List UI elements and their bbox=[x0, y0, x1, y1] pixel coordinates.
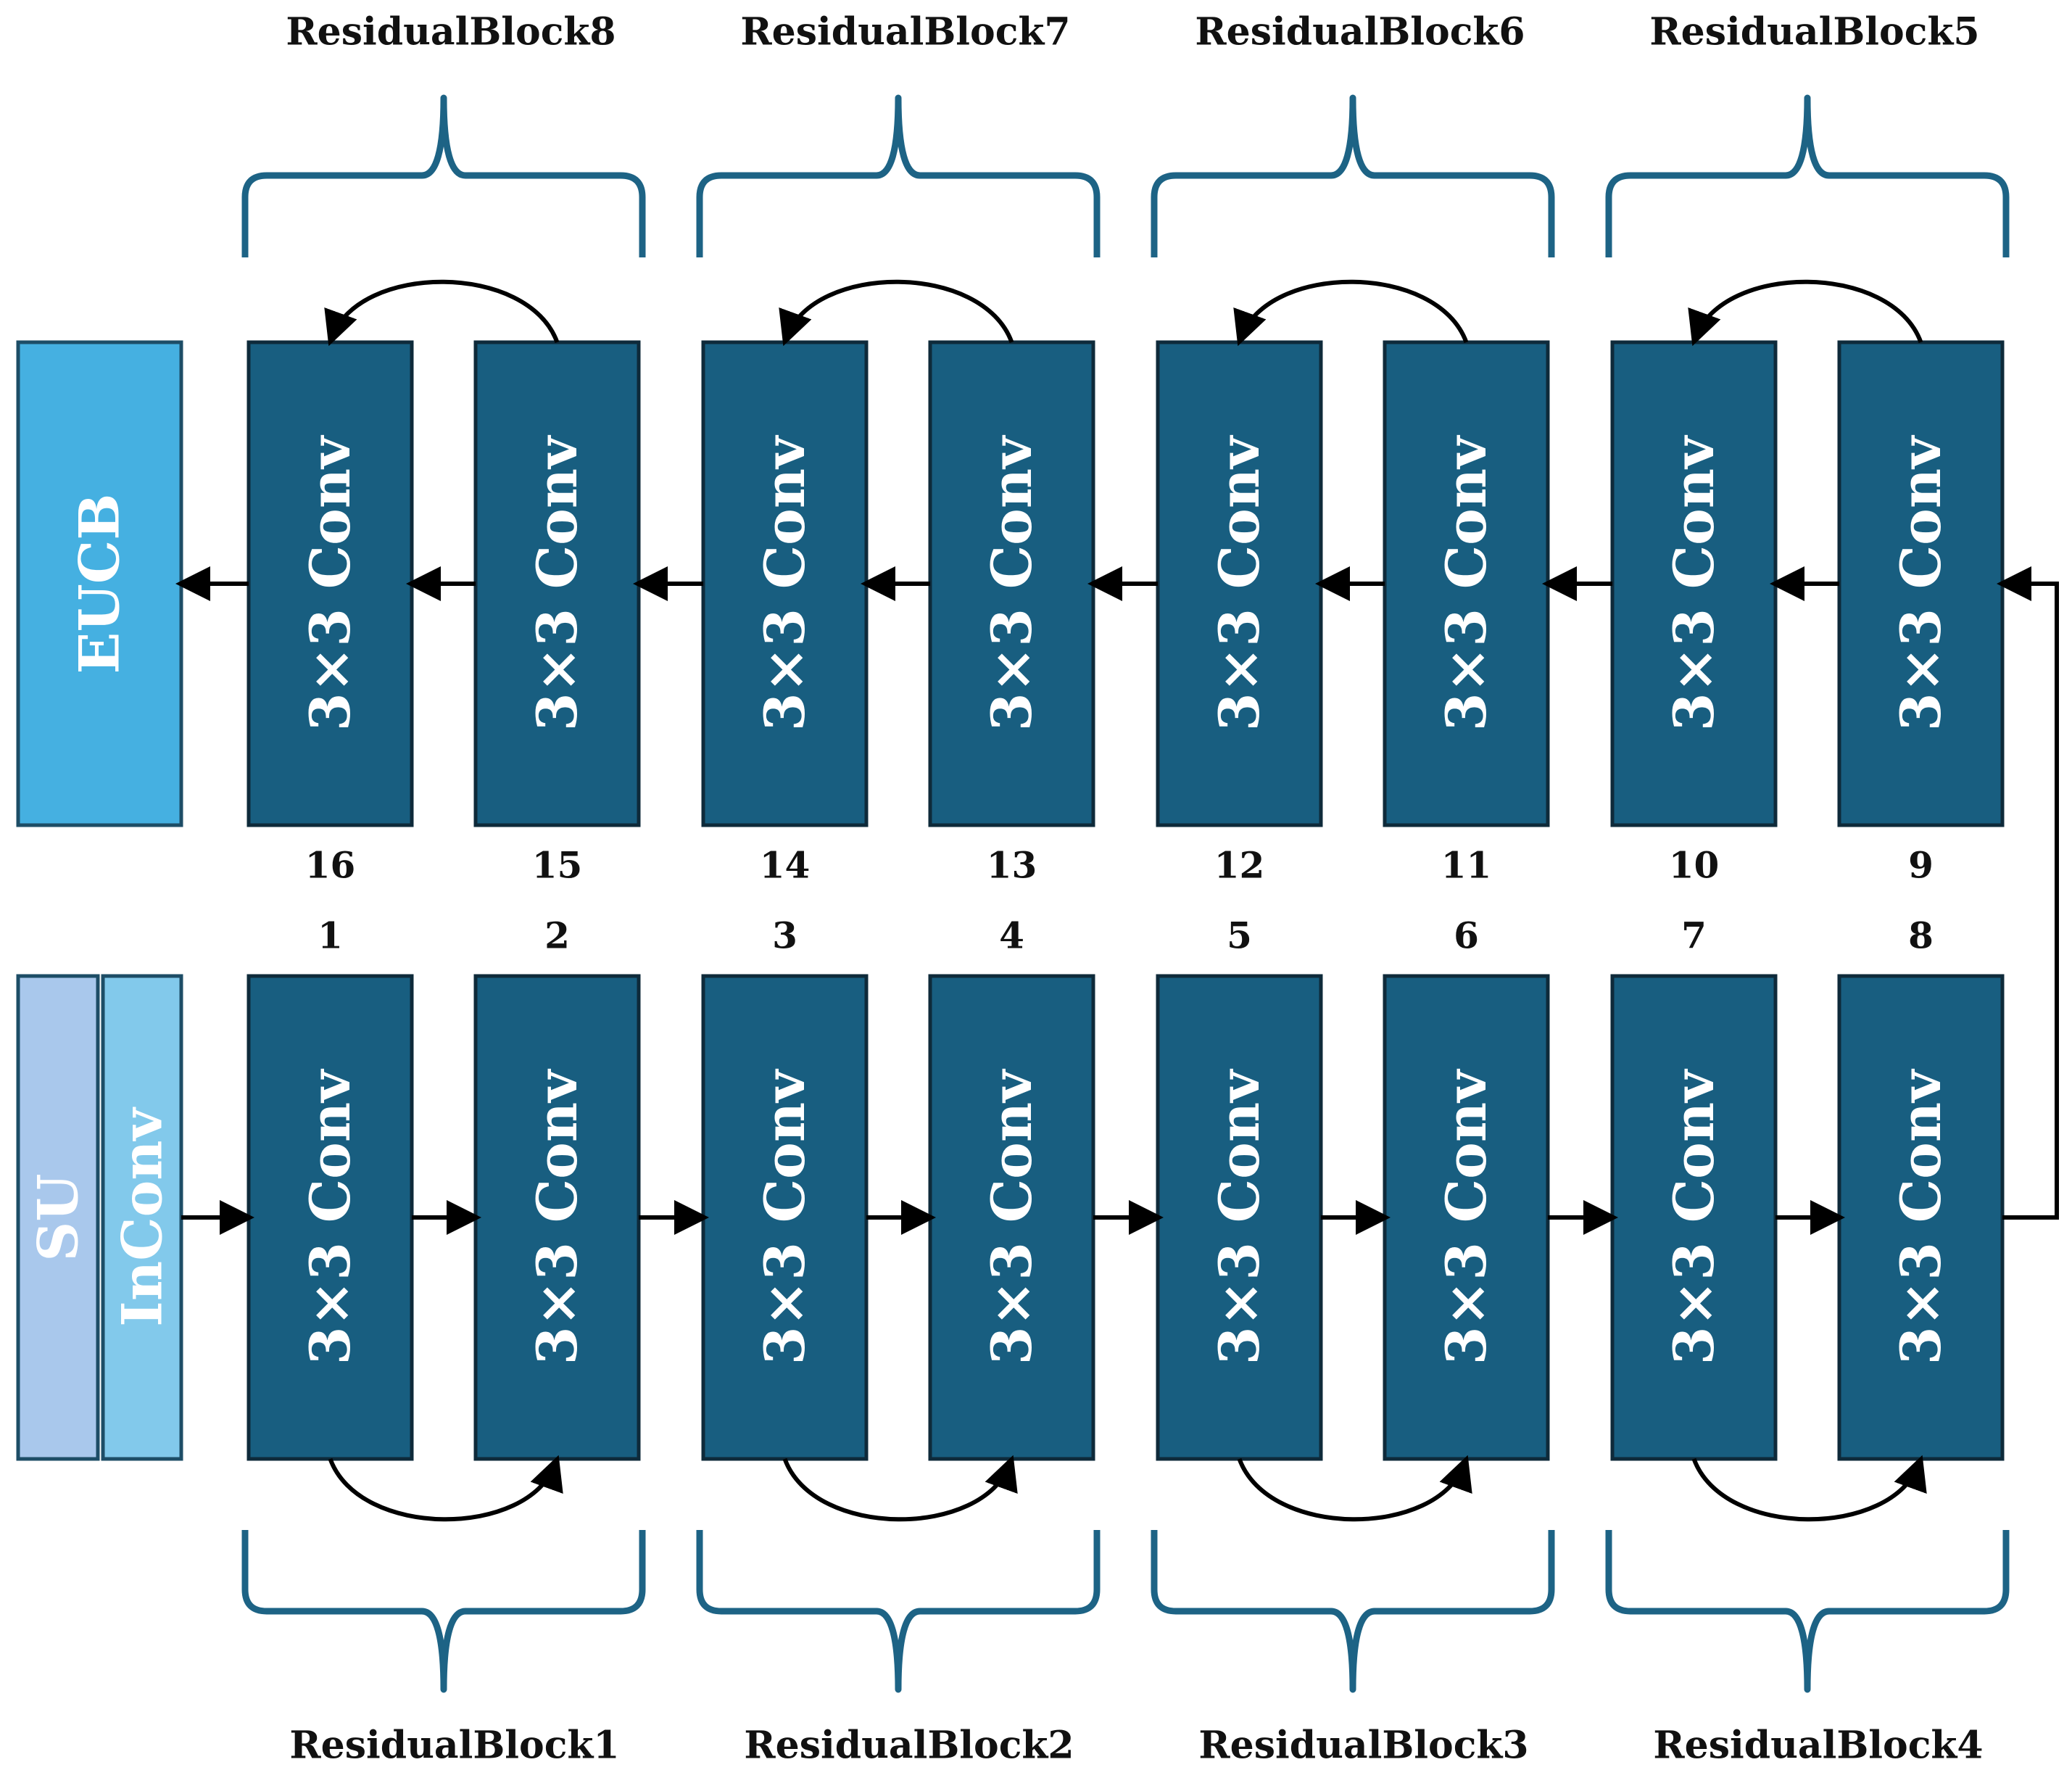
bottom-conv-box-1 bbox=[246, 974, 414, 1461]
bottom-index-2: 2 bbox=[544, 914, 570, 957]
bottom-conv-label-1: 3×3 Conv bbox=[298, 1068, 362, 1365]
top-block-label-4: ResidualBlock5 bbox=[1649, 10, 1979, 54]
top-skip-3 bbox=[1233, 279, 1469, 347]
top-skip-4 bbox=[1688, 279, 1923, 347]
top-skip-2 bbox=[779, 279, 1014, 347]
top-index-14: 14 bbox=[760, 844, 811, 887]
top-conv-box-16 bbox=[246, 340, 414, 827]
top-conv-label-14: 3×3 Conv bbox=[753, 434, 817, 731]
eucb-label: EUCB bbox=[67, 494, 132, 674]
top-brace-1 bbox=[241, 94, 646, 257]
flow-arrows bbox=[175, 566, 2059, 1235]
bottom-conv-label-6: 3×3 Conv bbox=[1434, 1068, 1499, 1365]
eucb-block bbox=[16, 340, 183, 827]
bottom-conv-label-2: 3×3 Conv bbox=[525, 1068, 589, 1365]
top-block-label-1: ResidualBlock8 bbox=[286, 10, 616, 54]
bottom-conv-label-7: 3×3 Conv bbox=[1662, 1068, 1726, 1365]
top-conv-box-15 bbox=[473, 340, 641, 827]
bottom-conv-box-4 bbox=[928, 974, 1095, 1461]
bottom-index-5: 5 bbox=[1227, 914, 1252, 957]
top-skip-1 bbox=[324, 279, 560, 347]
bottom-conv-box-8 bbox=[1837, 974, 2005, 1461]
bottom-index-3: 3 bbox=[772, 914, 797, 957]
top-conv-label-16: 3×3 Conv bbox=[298, 434, 362, 731]
top-brace-4 bbox=[1605, 94, 2010, 257]
bottom-block-label-4: ResidualBlock4 bbox=[1653, 1724, 1983, 1768]
bottom-block-label-2: ResidualBlock2 bbox=[744, 1724, 1074, 1768]
top-conv-label-10: 3×3 Conv bbox=[1662, 434, 1726, 731]
arrow-conv-8-to-conv-9 bbox=[1997, 566, 2059, 1220]
top-index-16: 16 bbox=[305, 844, 356, 887]
top-conv-row: 3×3 Conv 3×3 Conv 3×3 Conv 3×3 Conv 3×3 Conv… bbox=[246, 340, 2005, 827]
bottom-skip-3 bbox=[1237, 1455, 1472, 1522]
bottom-conv-label-3: 3×3 Conv bbox=[753, 1068, 817, 1365]
top-brace-2 bbox=[696, 94, 1101, 257]
bottom-brace-4 bbox=[1605, 1530, 2010, 1693]
bottom-skip-4 bbox=[1691, 1455, 1927, 1522]
top-index-15: 15 bbox=[532, 844, 583, 887]
bottom-conv-label-5: 3×3 Conv bbox=[1207, 1068, 1272, 1365]
top-conv-label-11: 3×3 Conv bbox=[1434, 434, 1499, 731]
bottom-brace-1 bbox=[241, 1530, 646, 1693]
top-brace-3 bbox=[1151, 94, 1555, 257]
top-conv-label-12: 3×3 Conv bbox=[1207, 434, 1272, 731]
bottom-index-1: 1 bbox=[318, 914, 343, 957]
bottom-index-6: 6 bbox=[1454, 914, 1479, 957]
inconv-block bbox=[101, 974, 183, 1461]
top-index-9: 9 bbox=[1908, 844, 1934, 887]
su-block bbox=[16, 974, 100, 1461]
su-label: SU bbox=[26, 1173, 91, 1261]
bottom-index-7: 7 bbox=[1681, 914, 1707, 957]
top-block-label-3: ResidualBlock6 bbox=[1195, 10, 1525, 54]
bottom-block-label-1: ResidualBlock1 bbox=[289, 1724, 619, 1768]
inconv-label: InConv bbox=[110, 1106, 175, 1326]
top-index-12: 12 bbox=[1214, 844, 1265, 887]
top-index-10: 10 bbox=[1669, 844, 1720, 887]
top-index-11: 11 bbox=[1441, 844, 1492, 887]
bottom-block-label-3: ResidualBlock3 bbox=[1198, 1724, 1528, 1768]
block-braces bbox=[241, 94, 2010, 1693]
top-conv-label-9: 3×3 Conv bbox=[1889, 434, 1953, 731]
bottom-brace-3 bbox=[1151, 1530, 1555, 1693]
top-block-label-2: ResidualBlock7 bbox=[740, 10, 1070, 54]
top-conv-label-15: 3×3 Conv bbox=[525, 434, 589, 731]
bottom-index-8: 8 bbox=[1908, 914, 1934, 957]
bottom-index-4: 4 bbox=[999, 914, 1024, 957]
top-conv-box-14 bbox=[701, 340, 869, 827]
bottom-conv-label-8: 3×3 Conv bbox=[1889, 1068, 1953, 1365]
bottom-conv-box-3 bbox=[701, 974, 869, 1461]
bottom-brace-2 bbox=[696, 1530, 1101, 1693]
bottom-skip-1 bbox=[328, 1455, 563, 1522]
bottom-conv-label-4: 3×3 Conv bbox=[979, 1068, 1044, 1365]
bottom-conv-box-2 bbox=[473, 974, 641, 1461]
bottom-skip-2 bbox=[782, 1455, 1018, 1522]
top-conv-label-13: 3×3 Conv bbox=[979, 434, 1044, 731]
top-conv-box-11 bbox=[1383, 340, 1550, 827]
skip-connections bbox=[324, 279, 1927, 1522]
top-index-13: 13 bbox=[987, 844, 1037, 887]
